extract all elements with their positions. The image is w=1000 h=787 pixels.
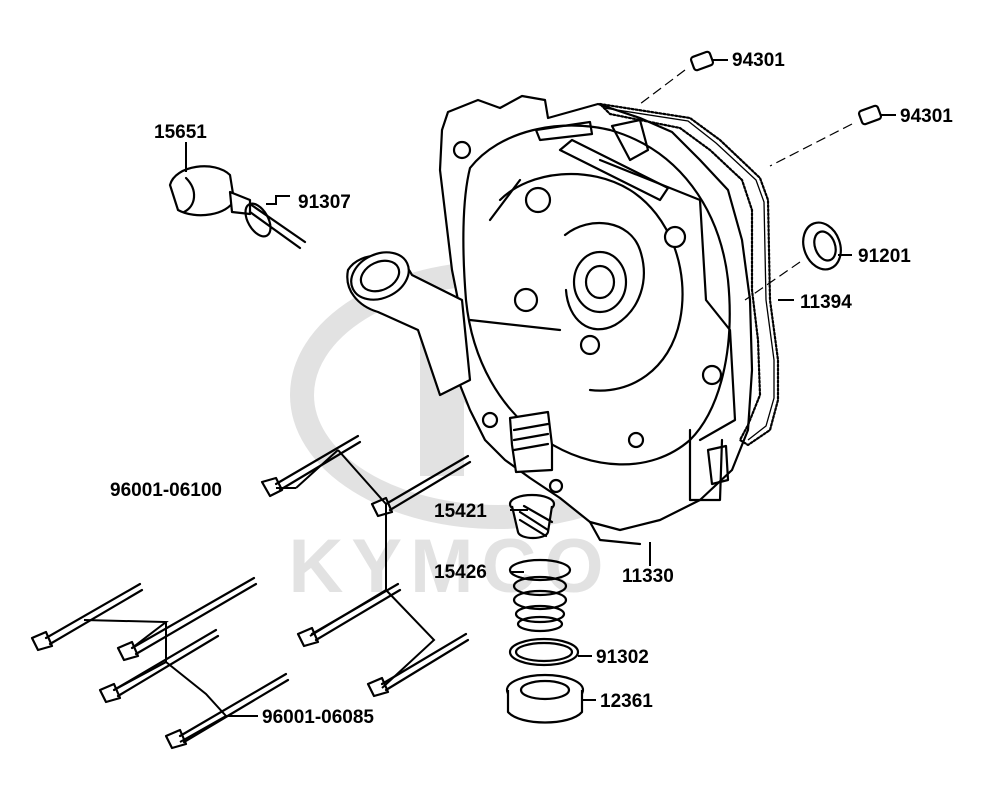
dowel-pin-drawing-b bbox=[769, 104, 883, 167]
crankcase-cover-drawing bbox=[346, 94, 754, 546]
dipstick-drawing bbox=[168, 165, 307, 250]
strainer-drawing bbox=[508, 493, 556, 540]
part-label-91307: 91307 bbox=[298, 192, 351, 213]
dowel-pin-drawing-a bbox=[639, 50, 715, 105]
spring-drawing bbox=[508, 558, 572, 633]
part-label-91201: 91201 bbox=[858, 246, 911, 267]
bolt-short-1 bbox=[30, 582, 144, 652]
part-label-15421: 15421 bbox=[434, 501, 487, 522]
part-label-94301-a: 94301 bbox=[732, 50, 785, 71]
bolt-short-2 bbox=[116, 576, 258, 662]
part-label-94301-b: 94301 bbox=[900, 106, 953, 127]
part-label-96001-06100: 96001-06100 bbox=[110, 480, 222, 501]
part-label-91302: 91302 bbox=[596, 647, 649, 668]
part-label-11394: 11394 bbox=[800, 292, 852, 313]
drain-plug-drawing bbox=[505, 673, 585, 724]
part-label-11330: 11330 bbox=[622, 566, 674, 587]
part-label-15651: 15651 bbox=[154, 122, 207, 143]
leader-lines bbox=[83, 59, 896, 743]
o-ring-drawing bbox=[508, 637, 580, 667]
part-label-15426: 15426 bbox=[434, 562, 487, 583]
part-labels: 94301 94301 15651 91307 91201 11394 9600… bbox=[110, 50, 953, 728]
bolt-long-2 bbox=[370, 454, 472, 518]
part-label-12361: 12361 bbox=[600, 691, 653, 712]
gasket-drawing bbox=[598, 102, 780, 447]
oil-seal-drawing bbox=[744, 221, 842, 301]
part-label-96001-06085: 96001-06085 bbox=[262, 707, 374, 728]
bolt-short-4 bbox=[164, 672, 290, 750]
